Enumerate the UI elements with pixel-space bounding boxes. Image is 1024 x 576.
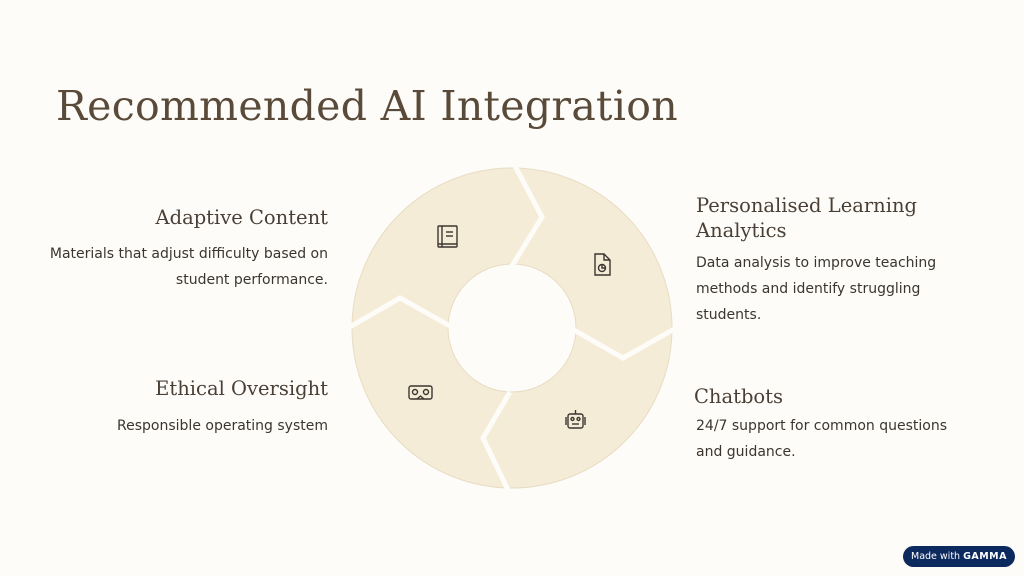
book-icon [437, 225, 458, 248]
page-title: Recommended AI Integration [56, 82, 678, 130]
separator [480, 390, 513, 494]
chatbots-heading: Chatbots [694, 385, 784, 408]
separator [572, 325, 678, 361]
separator [346, 295, 452, 331]
ring [352, 168, 672, 488]
adaptive-content-text: Materials that adjust difficulty based o… [49, 246, 328, 288]
robot-icon [565, 410, 586, 429]
analytics-text: Data analysis to improve teaching method… [696, 255, 937, 323]
analytics-heading: Personalised Learning Analytics [696, 194, 918, 242]
ethical-oversight-text: Responsible operating system [117, 418, 328, 434]
badge-prefix: Made with [911, 551, 961, 562]
adaptive-content-heading: Adaptive Content [155, 206, 329, 229]
separator [509, 162, 545, 268]
gamma-logo: GAMMA [963, 551, 1007, 562]
made-with-gamma-badge[interactable]: Made with GAMMA [903, 546, 1015, 567]
vr-glasses-icon [408, 385, 433, 400]
ethical-oversight-heading: Ethical Oversight [155, 377, 328, 400]
document-chart-icon [594, 253, 611, 276]
chatbots-text: 24/7 support for common questions and gu… [696, 418, 947, 460]
